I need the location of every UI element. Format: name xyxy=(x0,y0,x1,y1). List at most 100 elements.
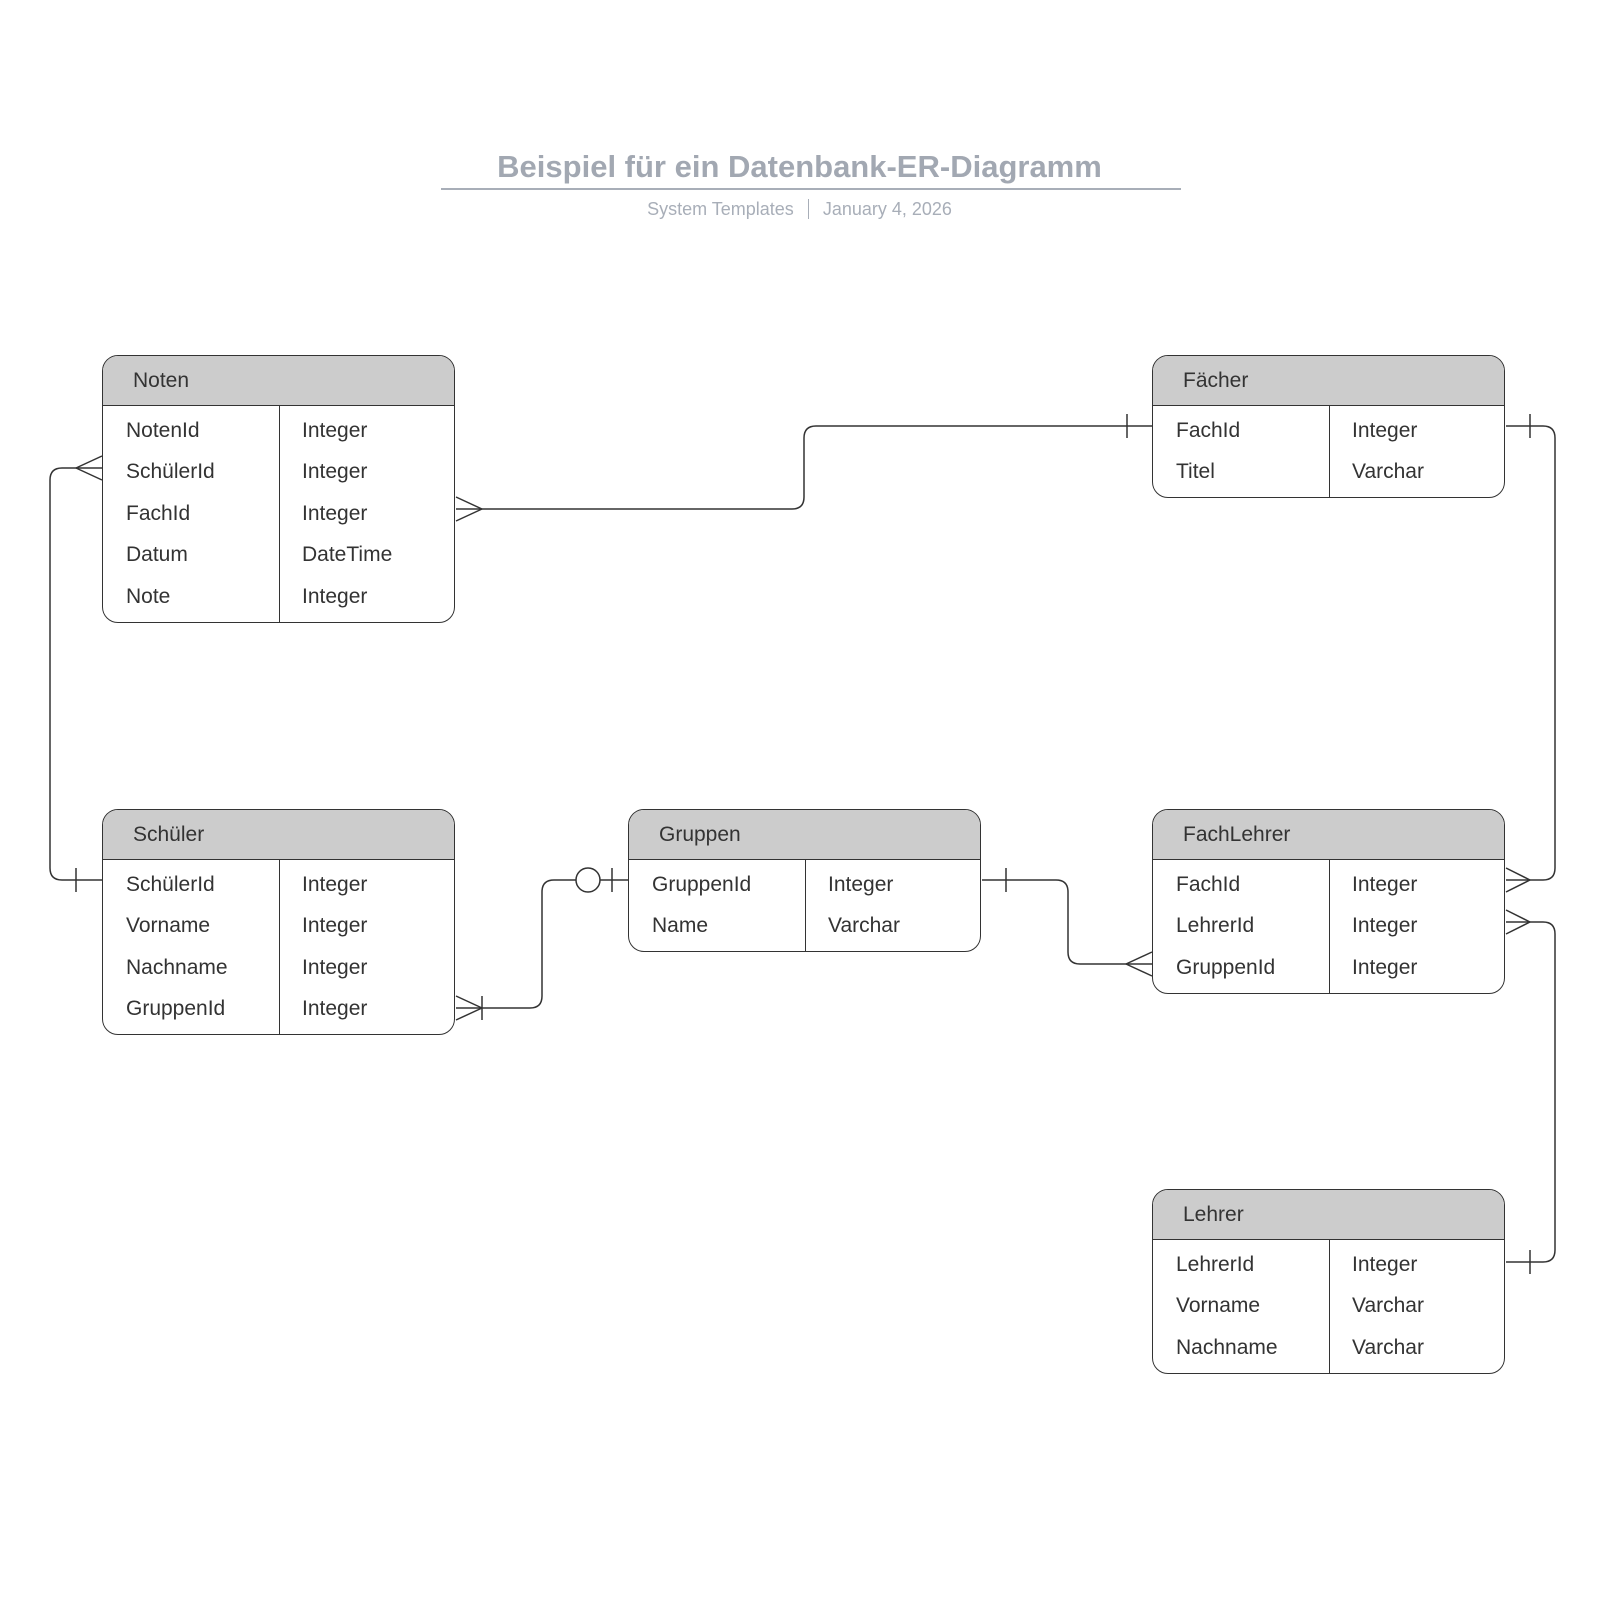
field-row: NotenId Integer xyxy=(103,410,454,452)
field-row: FachId Integer xyxy=(1153,864,1504,906)
field-type: Integer xyxy=(302,914,368,938)
field-type: Integer xyxy=(302,501,368,525)
crowfoot-many-icon xyxy=(75,455,103,481)
date-label: January 4, 2026 xyxy=(822,199,952,219)
field-row: FachId Integer xyxy=(103,493,454,535)
field-name: SchülerId xyxy=(126,872,215,896)
column-divider xyxy=(279,406,280,622)
field-name: Vorname xyxy=(1176,1294,1261,1318)
column-divider xyxy=(279,860,280,1034)
field-row: Datum DateTime xyxy=(103,535,454,577)
field-type: Varchar xyxy=(1352,460,1424,484)
field-row: Titel Varchar xyxy=(1153,452,1504,494)
subtitle-divider xyxy=(807,199,809,219)
field-name: Titel xyxy=(1176,460,1215,484)
crowfoot-many-icon xyxy=(1505,909,1531,935)
rel-faecher-fachlehrer xyxy=(1505,414,1556,893)
entity-title: Gruppen xyxy=(629,810,980,860)
diagram-title: Beispiel für ein Datenbank-ER-Diagramm xyxy=(497,149,1102,184)
field-row: SchülerId Integer xyxy=(103,864,454,906)
entity-title: Lehrer xyxy=(1153,1190,1504,1240)
field-type: Integer xyxy=(1352,955,1418,979)
field-name: Note xyxy=(126,584,171,608)
title-underline xyxy=(441,188,1181,190)
field-type: DateTime xyxy=(302,543,393,567)
field-type: Integer xyxy=(302,997,368,1021)
entity-title: Fächer xyxy=(1153,356,1504,406)
field-name: Vorname xyxy=(126,914,211,938)
entity-fields: FachId Integer Titel Varchar xyxy=(1153,406,1504,497)
field-row: FachId Integer xyxy=(1153,410,1504,452)
field-name: NotenId xyxy=(126,418,200,442)
field-type: Varchar xyxy=(1352,1294,1424,1318)
field-row: Note Integer xyxy=(103,576,454,618)
rel-schueler-gruppen xyxy=(455,867,628,1021)
field-name: FachId xyxy=(1176,872,1241,896)
field-name: Nachname xyxy=(126,955,228,979)
field-row: Vorname Integer xyxy=(103,906,454,948)
field-name: LehrerId xyxy=(1176,914,1255,938)
rel-noten-schueler xyxy=(49,455,103,892)
field-name: Nachname xyxy=(1176,1335,1278,1359)
field-type: Integer xyxy=(302,460,368,484)
field-type: Integer xyxy=(1352,1252,1418,1276)
field-row: Nachname Integer xyxy=(103,947,454,989)
field-name: Datum xyxy=(126,543,188,567)
entity-gruppen[interactable]: Gruppen GruppenId Integer Name Varchar xyxy=(628,809,981,952)
column-divider xyxy=(805,860,806,951)
field-type: Integer xyxy=(1352,914,1418,938)
entity-title: Noten xyxy=(103,356,454,406)
field-type: Integer xyxy=(1352,872,1418,896)
field-name: FachId xyxy=(126,501,191,525)
crowfoot-many-icon xyxy=(455,496,483,522)
field-row: GruppenId Integer xyxy=(1153,947,1504,989)
column-divider xyxy=(1329,860,1330,993)
crowfoot-many-icon xyxy=(1125,951,1153,977)
field-type: Varchar xyxy=(828,914,900,938)
field-name: LehrerId xyxy=(1176,1252,1255,1276)
field-type: Integer xyxy=(302,872,368,896)
column-divider xyxy=(1329,406,1330,497)
field-type: Integer xyxy=(828,872,894,896)
field-name: FachId xyxy=(1176,418,1241,442)
crowfoot-many-icon xyxy=(1505,867,1531,893)
column-divider xyxy=(1329,1240,1330,1373)
field-type: Integer xyxy=(1352,418,1418,442)
entity-title: Schüler xyxy=(103,810,454,860)
field-row: Nachname Varchar xyxy=(1153,1327,1504,1369)
field-name: GruppenId xyxy=(1176,955,1276,979)
field-name: Name xyxy=(652,914,709,938)
entity-faecher[interactable]: Fächer FachId Integer Titel Varchar xyxy=(1152,355,1505,498)
field-row: Name Varchar xyxy=(629,906,980,948)
field-row: LehrerId Integer xyxy=(1153,1244,1504,1286)
field-row: LehrerId Integer xyxy=(1153,906,1504,948)
field-type: Integer xyxy=(302,584,368,608)
field-row: GruppenId Integer xyxy=(629,864,980,906)
entity-title: FachLehrer xyxy=(1153,810,1504,860)
field-type: Integer xyxy=(302,418,368,442)
field-row: Vorname Varchar xyxy=(1153,1286,1504,1328)
field-name: GruppenId xyxy=(652,872,752,896)
field-name: SchülerId xyxy=(126,460,215,484)
crowfoot-many-icon xyxy=(455,995,483,1021)
field-row: SchülerId Integer xyxy=(103,452,454,494)
field-type: Integer xyxy=(302,955,368,979)
diagram-subtitle: System Templates January 4, 2026 xyxy=(0,198,1599,220)
field-type: Varchar xyxy=(1352,1335,1424,1359)
author-label: System Templates xyxy=(647,199,794,219)
entity-fields: GruppenId Integer Name Varchar xyxy=(629,860,980,951)
rel-lehrer-fachlehrer xyxy=(1505,909,1556,1274)
rel-gruppen-fachlehrer xyxy=(982,868,1153,977)
circle-zero-icon xyxy=(575,867,601,893)
rel-noten-faecher xyxy=(455,414,1152,522)
